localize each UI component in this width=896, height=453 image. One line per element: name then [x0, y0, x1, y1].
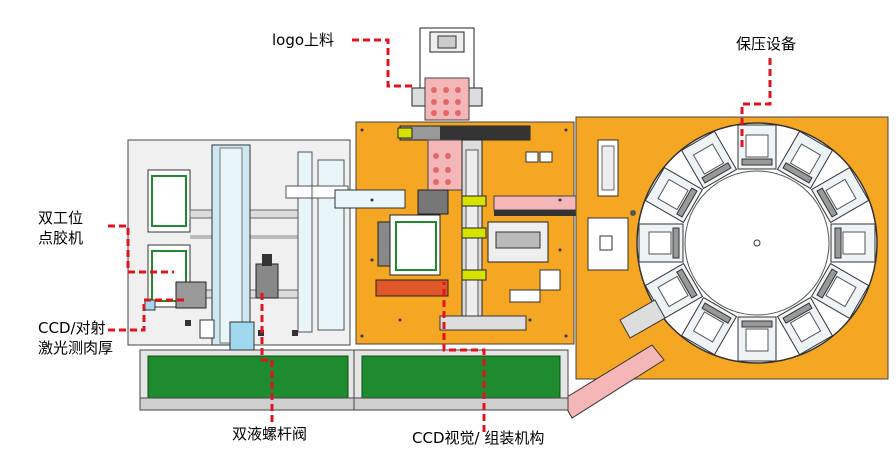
leader-lines	[108, 38, 772, 432]
ccd-assembly-module	[334, 27, 644, 345]
press-station	[680, 296, 738, 356]
leader-ccd-assembly	[442, 282, 486, 432]
press-station	[776, 296, 834, 356]
press-station	[830, 223, 876, 263]
label-screw-valve: 双液螺杆阀	[232, 425, 308, 443]
dual-dispenser-module	[127, 139, 351, 346]
leader-screw-valve	[260, 290, 274, 422]
green-conveyors	[139, 321, 569, 411]
leader-logo-feed	[352, 38, 416, 88]
press-equipment-module	[561, 116, 889, 419]
press-station	[638, 223, 684, 263]
leader-press	[740, 58, 772, 148]
press-station	[776, 130, 834, 190]
press-stations	[638, 124, 876, 362]
label-logo-feed: logo上料	[272, 31, 335, 49]
leader-dispenser	[108, 224, 174, 274]
press-station	[737, 124, 777, 170]
leader-ccd-laser	[108, 298, 184, 332]
press-station	[644, 166, 704, 224]
press-station	[810, 166, 870, 224]
label-press-equipment: 保压设备	[736, 35, 797, 53]
label-dual-dispenser: 双工位 点胶机	[38, 209, 84, 247]
label-ccd-assembly: CCD视觉/ 组装机构	[412, 429, 545, 447]
press-station	[810, 262, 870, 320]
press-station	[680, 130, 738, 190]
press-station	[737, 316, 777, 362]
label-ccd-laser: CCD/对射 激光测肉厚	[38, 319, 114, 357]
